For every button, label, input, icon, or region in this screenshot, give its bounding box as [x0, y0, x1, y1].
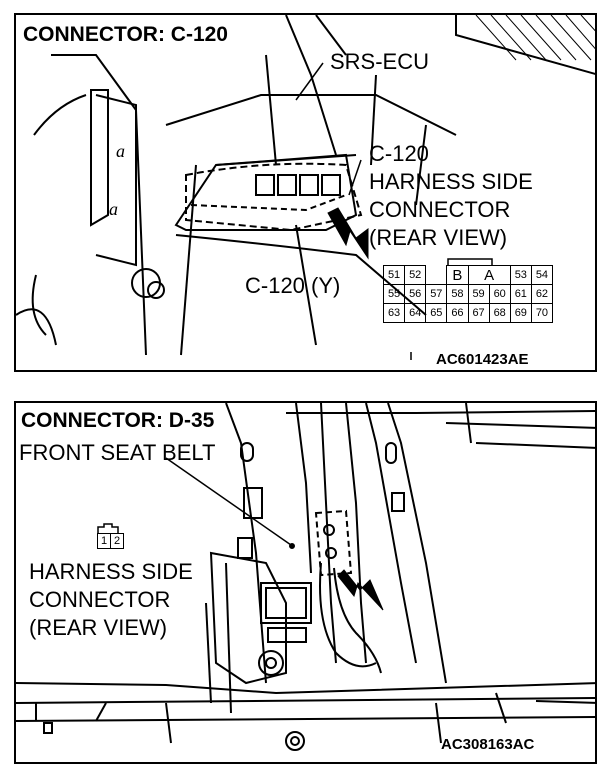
- pin-cell: 66: [446, 303, 469, 323]
- pin-cell: 51: [382, 265, 406, 285]
- pin-cell-a: A: [467, 265, 511, 285]
- pin-row-3: 63 64 65 66 67 68 69 70: [382, 303, 554, 323]
- pin-cell-b: B: [446, 265, 469, 285]
- title-c120: CONNECTOR: C-120: [23, 23, 228, 46]
- d35-label-line-3: (REAR VIEW): [29, 615, 168, 640]
- connector-c120-panel: a a CONNECTOR: C-120 SRS-ECU C-120 HARN: [14, 13, 597, 372]
- pin-cell: 69: [509, 303, 532, 323]
- pin-cell: 64: [404, 303, 427, 323]
- pin-cell: 67: [467, 303, 490, 323]
- pin-row-1: 51 52 B A 53 54: [382, 265, 554, 285]
- c120-label-line-3: CONNECTOR: [369, 197, 511, 222]
- pin-cell: 1: [97, 533, 111, 549]
- svg-text:a: a: [116, 141, 125, 161]
- pin-cell: 70: [530, 303, 554, 323]
- c120-illustration: a a: [16, 15, 595, 360]
- c120-pin-grid: 51 52 B A 53 54 55 56 57 58 59 60 61 62 …: [382, 265, 554, 323]
- pin-cell: 55: [382, 284, 406, 304]
- pin-cell: 61: [509, 284, 532, 304]
- pin-row-2: 55 56 57 58 59 60 61 62: [382, 284, 554, 304]
- d35-illustration: [16, 403, 595, 751]
- pin-cell: 53: [509, 265, 532, 285]
- pin-cell: 60: [488, 284, 511, 304]
- figure-code-c120: AC601423AE: [436, 351, 529, 368]
- figure-code-d35: AC308163AC: [441, 736, 535, 753]
- pin-cell: 62: [530, 284, 554, 304]
- front-seat-belt-label: FRONT SEAT BELT: [19, 440, 216, 465]
- c120-connector-tag: C-120 (Y): [245, 273, 341, 298]
- pin-gap: [426, 266, 447, 285]
- pin-cell: 59: [467, 284, 490, 304]
- pin-cell: 63: [382, 303, 406, 323]
- pin-cell: 58: [446, 284, 469, 304]
- srs-ecu-label: SRS-ECU: [330, 49, 430, 74]
- pin-cell: 57: [425, 284, 448, 304]
- d35-label-line-2: CONNECTOR: [29, 587, 171, 612]
- hatch-area: [475, 15, 595, 61]
- connector-d35-panel: CONNECTOR: D-35 FRONT SEAT BELT 1 2 HARN…: [14, 401, 597, 764]
- c120-label-line-2: HARNESS SIDE: [369, 169, 533, 194]
- pin-cell: 2: [110, 533, 124, 549]
- title-d35: CONNECTOR: D-35: [21, 409, 215, 432]
- d35-pin-grid: 1 2: [97, 533, 124, 549]
- pin-cell: 52: [404, 265, 427, 285]
- c120-label-line-1: C-120: [369, 141, 429, 166]
- pin-cell: 65: [425, 303, 448, 323]
- d35-label-line-1: HARNESS SIDE: [29, 559, 193, 584]
- pin-cell: 54: [530, 265, 554, 285]
- c120-label-line-4: (REAR VIEW): [369, 225, 508, 250]
- svg-text:a: a: [109, 199, 118, 219]
- pin-cell: 56: [404, 284, 427, 304]
- pin-cell: 68: [488, 303, 511, 323]
